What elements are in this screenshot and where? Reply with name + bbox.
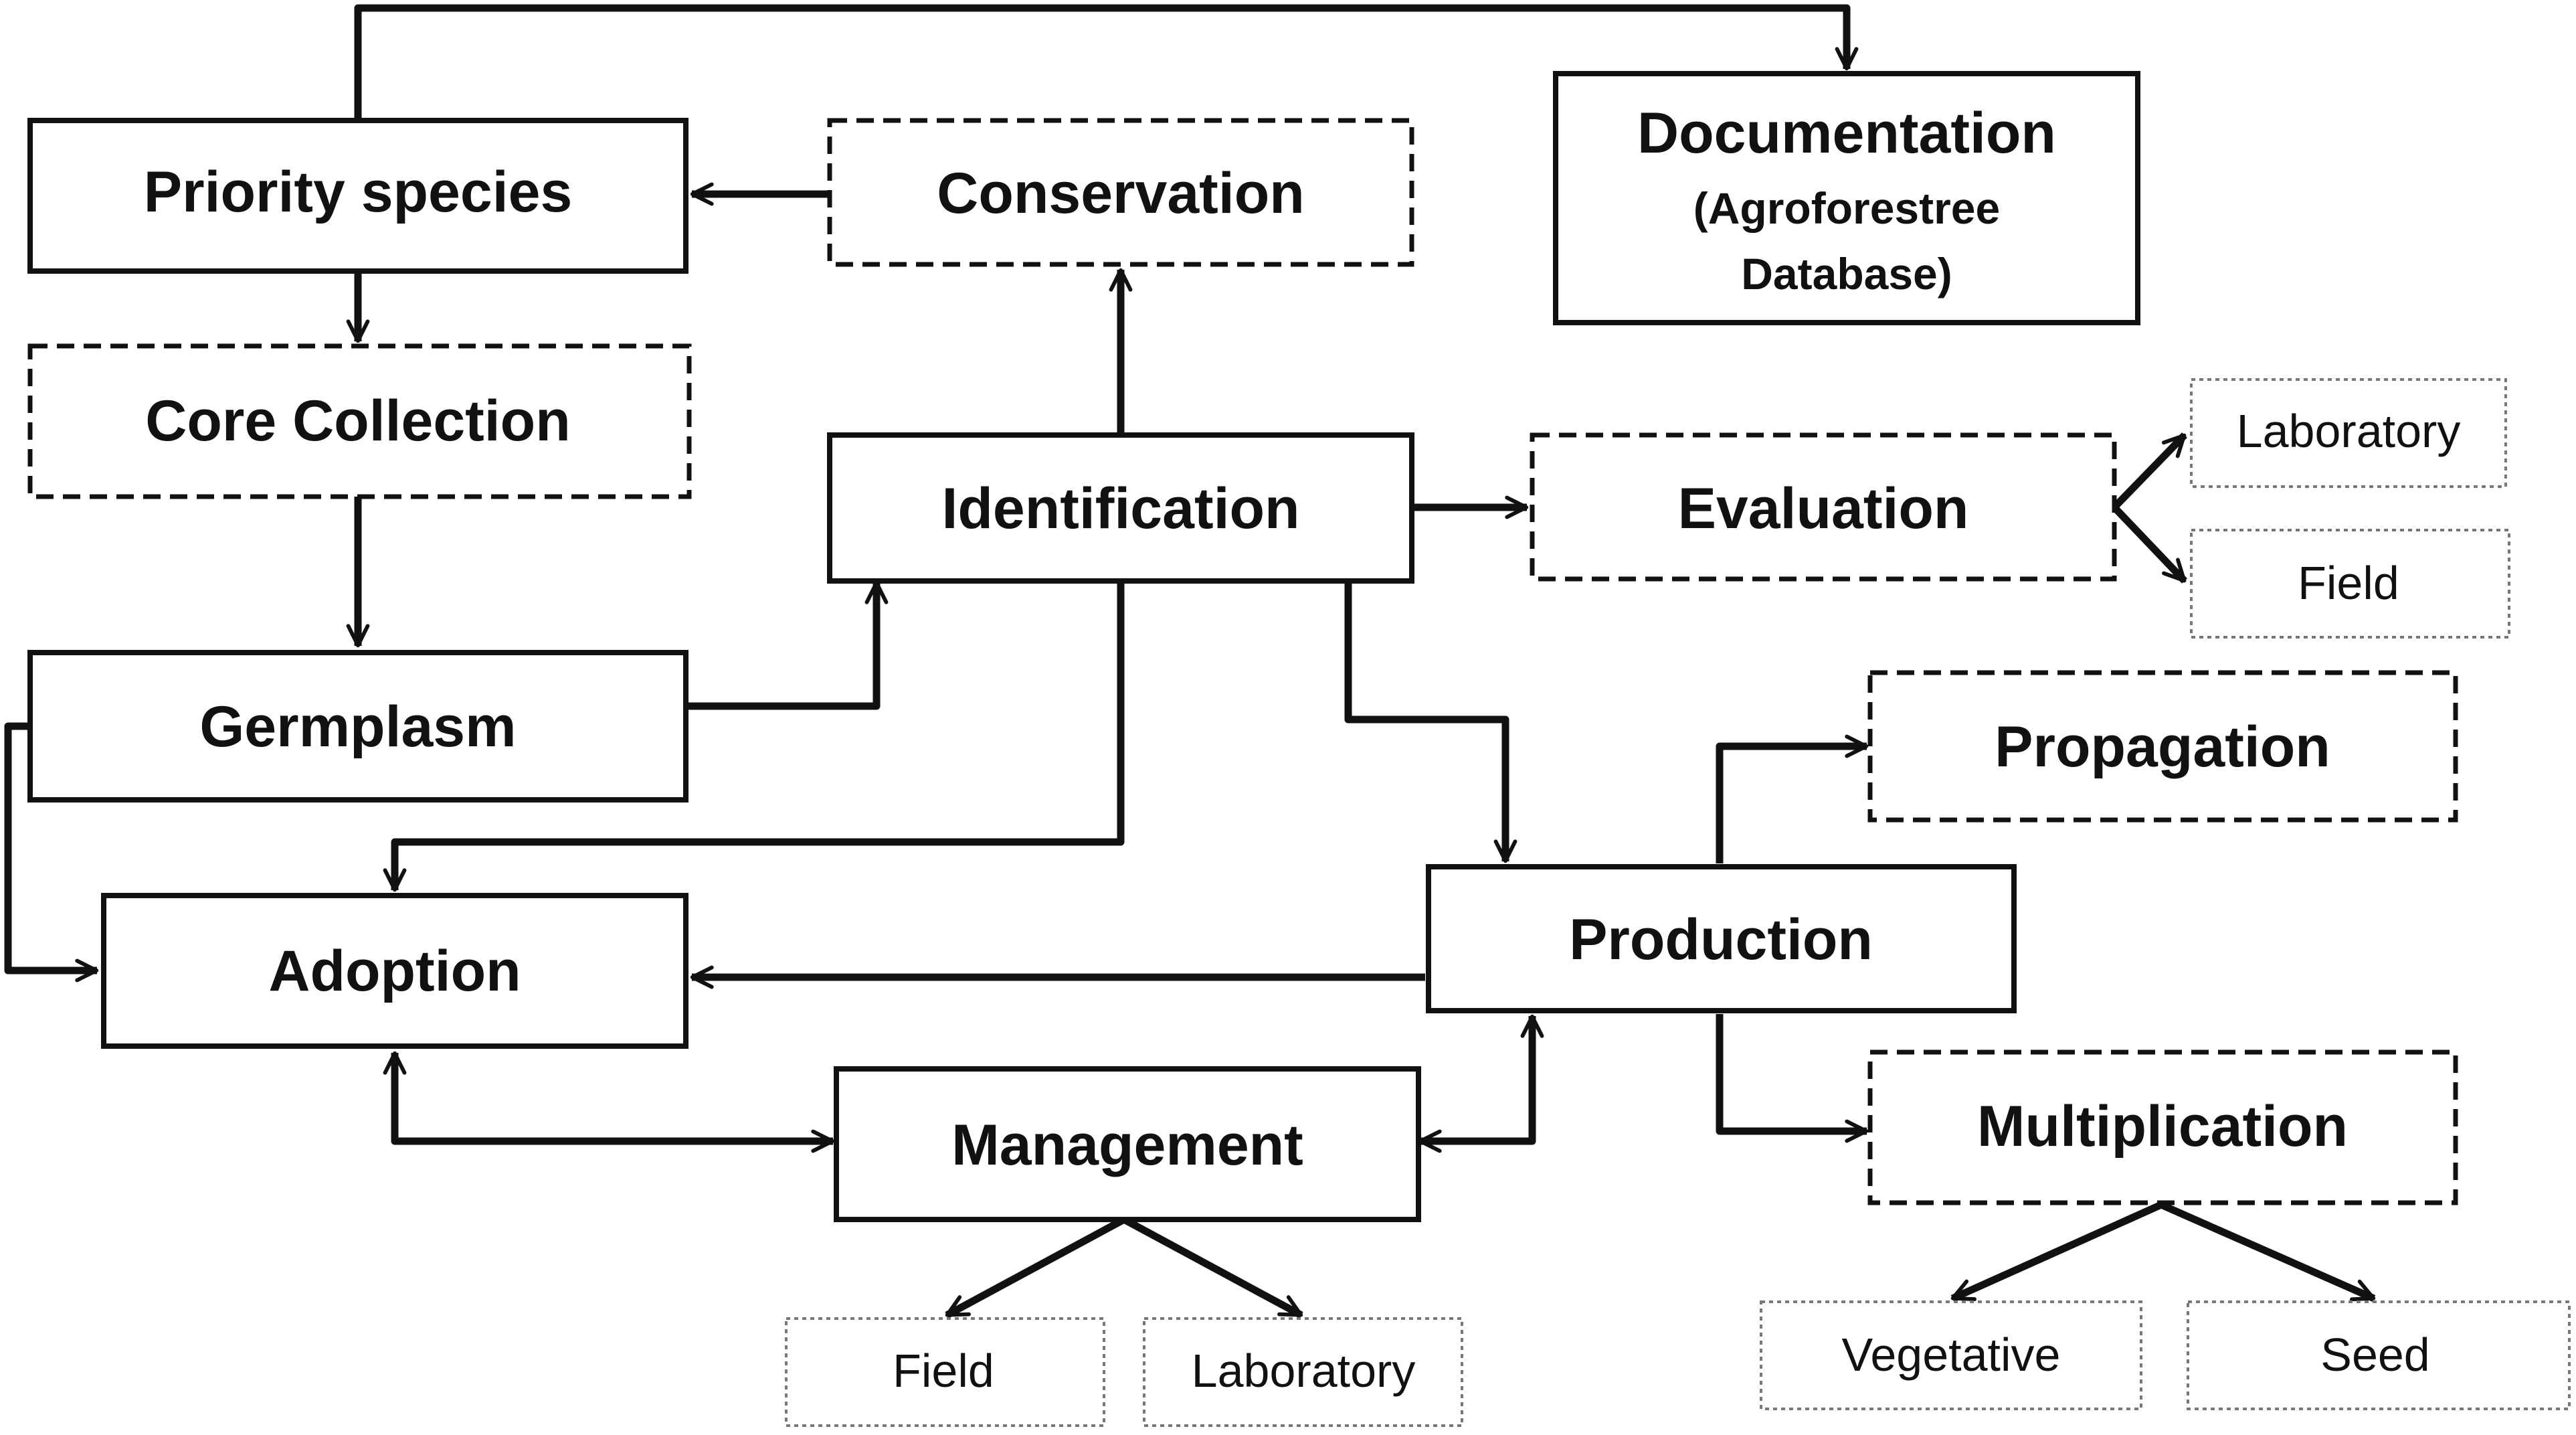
node-evaluation: Evaluation [1530,432,2117,582]
node-propagation: Propagation [1867,670,2458,823]
node-production: Production [1426,864,2017,1013]
germplasm-label: Germplasm [199,695,516,759]
connector-evaluation-to-field [2112,505,2187,584]
node-management: Management [834,1066,1421,1222]
node-evaluation-laboratory: Laboratory [2190,378,2507,488]
node-vegetative: Vegetative [1760,1300,2142,1410]
node-evaluation-field: Field [2190,529,2510,639]
node-conservation: Conservation [827,118,1414,267]
connector-identification-to-production [1344,581,1517,863]
multiplication-label: Multiplication [1977,1094,2348,1159]
node-core-collection: Core Collection [27,343,692,499]
adoption-label: Adoption [268,939,521,1003]
node-adoption: Adoption [101,893,688,1049]
evaluation-laboratory-label: Laboratory [2237,405,2461,457]
node-germplasm: Germplasm [27,650,688,803]
priority-species-label: Priority species [144,160,573,224]
management-label: Management [951,1113,1303,1177]
documentation-label: Documentation [1637,101,2056,165]
propagation-label: Propagation [1995,715,2330,779]
connector-production-to-propagation [1716,734,1869,863]
node-management-laboratory: Laboratory [1143,1317,1463,1427]
evaluation-field-label: Field [2298,557,2399,609]
connector-germplasm-to-adoption [4,722,99,983]
node-multiplication: Multiplication [1867,1049,2458,1205]
connector-multiplication-to-vegetative [1950,1201,2163,1302]
evaluation-label: Evaluation [1678,477,1969,541]
documentation-subtitle-line2: Database) [1741,249,1952,299]
connector-management-to-field [945,1216,1126,1319]
connector-multiplication-to-seed [2159,1201,2376,1302]
connector-identification-to-adoption [383,581,1125,892]
connector-production-to-multiplication [1716,1014,1869,1143]
connector-management-production [1418,1014,1544,1153]
identification-label: Identification [941,477,1299,541]
production-label: Production [1569,908,1873,972]
core-collection-label: Core Collection [145,389,571,453]
node-seed: Seed [2187,1300,2571,1410]
conservation-label: Conservation [937,161,1305,226]
documentation-subtitle-line1: (Agroforestree [1693,183,2000,233]
node-identification: Identification [827,432,1414,584]
node-documentation: Documentation (Agroforestree Database) [1553,71,2140,325]
connector-evaluation-to-laboratory [2112,432,2187,510]
management-field-label: Field [893,1345,994,1397]
vegetative-label: Vegetative [1842,1329,2061,1381]
seed-label: Seed [2320,1329,2429,1381]
connector-adoption-management [383,1051,835,1153]
node-priority-species: Priority species [27,118,688,274]
management-laboratory-label: Laboratory [1192,1345,1416,1397]
node-management-field: Field [785,1317,1105,1427]
connector-management-to-laboratory [1122,1216,1303,1319]
connector-priority-to-documentation [354,4,1859,120]
connector-germplasm-to-identification [686,580,889,710]
